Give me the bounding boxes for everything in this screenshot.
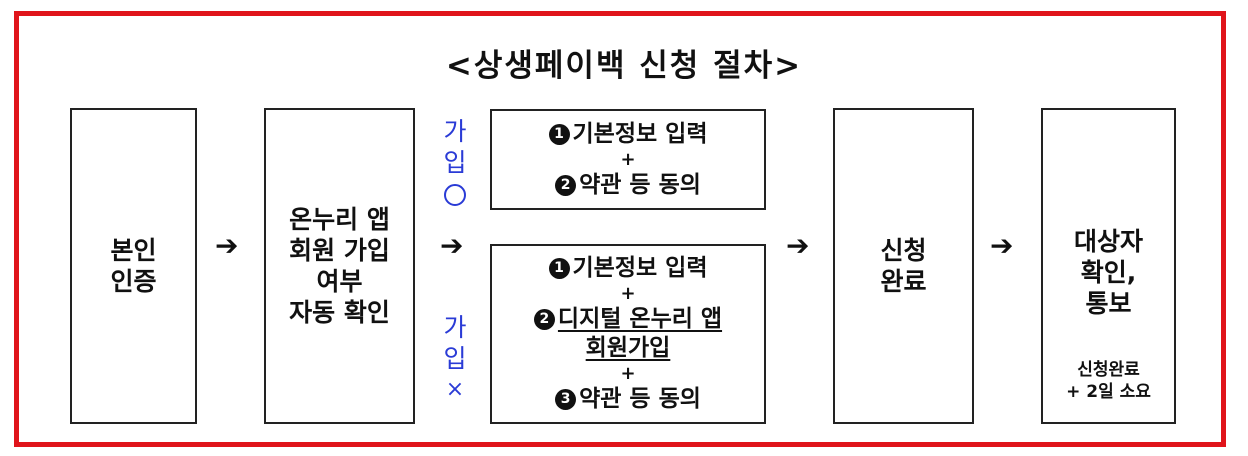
step-terms-agree: 3 약관 등 동의 — [555, 385, 701, 414]
box-text-line: 인증 — [110, 267, 157, 296]
number-1-icon: 1 — [548, 123, 570, 145]
arrow-icon: ➔ — [215, 229, 239, 262]
label-char: 가 — [443, 313, 467, 342]
diagram-title: <상생페이백 신청 절차> — [445, 48, 803, 84]
number-2-icon: 2 — [555, 174, 577, 196]
circle-icon — [444, 184, 466, 206]
box-text-line: 본인 — [110, 236, 157, 265]
label-signed-up: 가 입 — [440, 116, 470, 206]
cross-icon: × — [445, 377, 465, 402]
step-terms-agree: 2 약관 등 동의 — [555, 171, 701, 200]
step-text: 디지털 온누리 앱 — [557, 306, 723, 332]
box-signed-up-steps: 1 기본정보 입력 + 2 약관 등 동의 — [490, 109, 766, 210]
label-char: 입 — [443, 344, 467, 373]
note-line: 신청완료 — [1077, 360, 1140, 380]
box-text-line: 완료 — [880, 267, 927, 296]
box-identity-verification: 본인 인증 — [70, 108, 197, 424]
box-text-line: 대상자 — [1073, 227, 1143, 256]
step-text: 기본정보 입력 — [572, 255, 708, 281]
plus-sign: + — [620, 283, 636, 304]
label-char: 입 — [443, 148, 467, 177]
box-text-line: 여부 — [316, 267, 363, 296]
box-text-line: 확인, — [1080, 258, 1137, 287]
arrow-icon: ➔ — [990, 229, 1014, 262]
arrow-icon: ➔ — [440, 229, 464, 262]
box-text-line: 신청 — [880, 236, 927, 265]
box-application-complete: 신청 완료 — [833, 108, 974, 424]
label-char: 가 — [443, 117, 467, 146]
box-membership-check: 온누리 앱 회원 가입 여부 자동 확인 — [264, 108, 415, 424]
note-line: + 2일 소요 — [1066, 382, 1151, 402]
number-3-icon: 3 — [555, 389, 577, 410]
box-text-line: 자동 확인 — [289, 298, 390, 327]
step-text: 회원가입 — [585, 335, 671, 361]
number-2-icon: 2 — [533, 309, 555, 330]
box-text-line: 회원 가입 — [289, 236, 390, 265]
label-not-signed-up: 가 입 × — [440, 312, 470, 404]
step-text: 기본정보 입력 — [572, 120, 708, 147]
box-text-line: 통보 — [1085, 289, 1132, 318]
plus-sign: + — [620, 148, 636, 170]
plus-sign: + — [620, 363, 636, 384]
arrow-icon: ➔ — [786, 229, 810, 262]
box-target-notify: 대상자 확인, 통보 신청완료 + 2일 소요 — [1041, 108, 1176, 424]
step-text: 약관 등 동의 — [579, 386, 701, 412]
red-frame — [14, 11, 1226, 447]
number-1-icon: 1 — [548, 258, 570, 279]
step-basic-info: 1 기본정보 입력 — [548, 120, 708, 149]
box-not-signed-up-steps: 1 기본정보 입력 + 2 디지털 온누리 앱 회원가입 + 3 약관 등 동의 — [490, 244, 766, 424]
step-text: 약관 등 동의 — [579, 171, 701, 198]
box-text-line: 온누리 앱 — [289, 205, 390, 234]
step-app-signup: 2 디지털 온누리 앱 — [533, 305, 723, 334]
step-basic-info: 1 기본정보 입력 — [548, 254, 708, 283]
